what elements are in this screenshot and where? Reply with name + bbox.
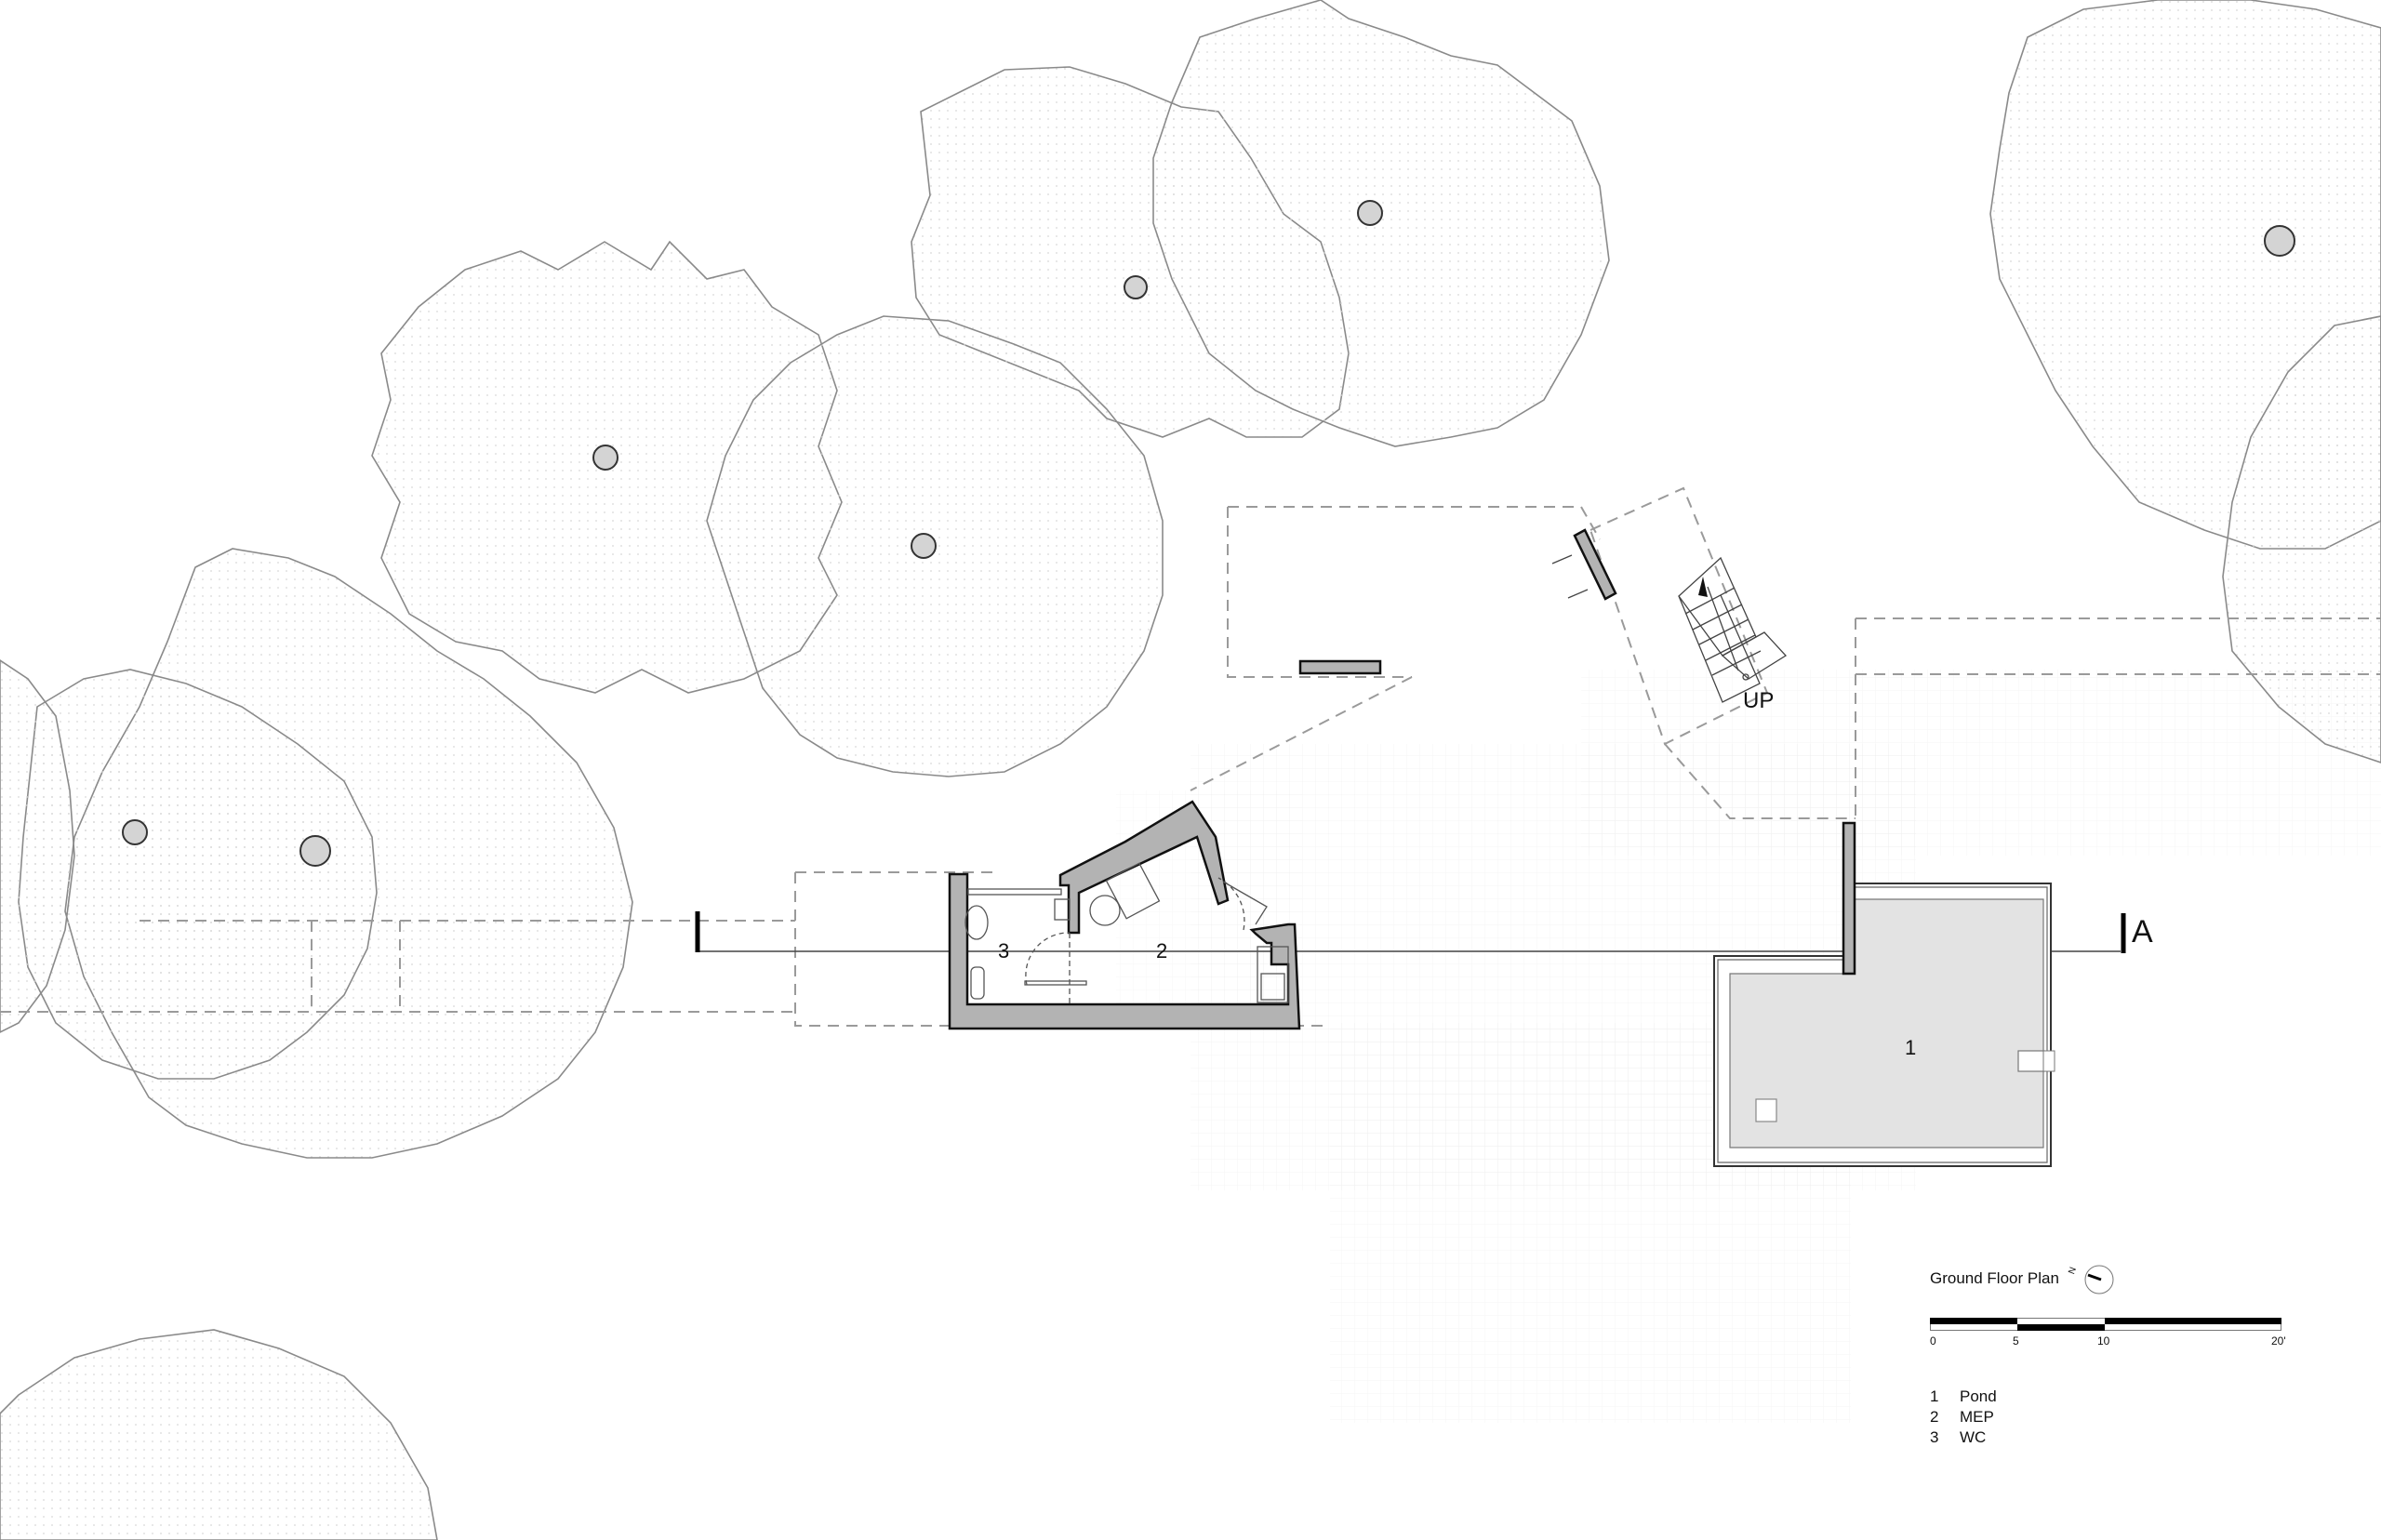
- legend-name: WC: [1960, 1428, 1987, 1446]
- overhead-outlines: [0, 486, 2381, 1029]
- stair-up-label: UP: [1743, 688, 1775, 713]
- legend-item: 3 WC: [1930, 1427, 1997, 1448]
- wall: [1298, 659, 1382, 675]
- legend-number: 1: [1930, 1387, 1939, 1405]
- stair: [1551, 554, 1788, 703]
- room-number-wc: 3: [998, 939, 1010, 962]
- tree-trunk: [2264, 225, 2295, 257]
- section-marker-label: A: [2132, 914, 2153, 949]
- legend-number: 3: [1930, 1428, 1939, 1446]
- toilet: [964, 905, 989, 940]
- building-wall: [1058, 800, 1230, 935]
- tree-trunk: [911, 533, 937, 559]
- room-number-mep: 2: [1156, 939, 1168, 962]
- wall: [1842, 821, 1856, 976]
- pond: [1713, 883, 2055, 1167]
- tree-trunks: [122, 200, 2295, 867]
- tree-trunk: [122, 819, 148, 845]
- walls: [948, 528, 1856, 1030]
- legend-number: 2: [1930, 1408, 1939, 1426]
- room-number-pond: 1: [1905, 1036, 1917, 1059]
- room-legend-list: 1 Pond 2 MEP 3 WC: [1930, 1387, 1997, 1448]
- tree-canopy: [1152, 0, 1610, 447]
- north-arrow-icon: [2084, 1265, 2114, 1294]
- scale-tick-20: 20': [2271, 1334, 2286, 1348]
- legend-name: MEP: [1960, 1408, 1994, 1426]
- tree-trunk: [592, 445, 619, 471]
- building-wall: [948, 872, 1301, 1030]
- legend-item: 2 MEP: [1930, 1407, 1997, 1427]
- scale-tick-5: 5: [2013, 1334, 2019, 1348]
- tree-trunk: [299, 835, 331, 867]
- tree-trunk: [1357, 200, 1383, 226]
- legend-name: Pond: [1960, 1387, 1997, 1405]
- sink: [970, 966, 985, 1000]
- drawing-title: Ground Floor Plan: [1930, 1269, 2059, 1287]
- tree-canopy: [0, 1329, 438, 1540]
- tree-trunk: [1124, 275, 1148, 299]
- scale-tick-10: 10: [2097, 1334, 2110, 1348]
- scale-bar: [1930, 1318, 2281, 1331]
- tree-canopy: [2222, 315, 2381, 763]
- building-fixtures: [964, 862, 1289, 1004]
- scale-tick-0: 0: [1930, 1334, 1936, 1348]
- tree-canopy: [0, 659, 75, 1033]
- legend-item: 1 Pond: [1930, 1387, 1997, 1407]
- wall: [1573, 528, 1617, 601]
